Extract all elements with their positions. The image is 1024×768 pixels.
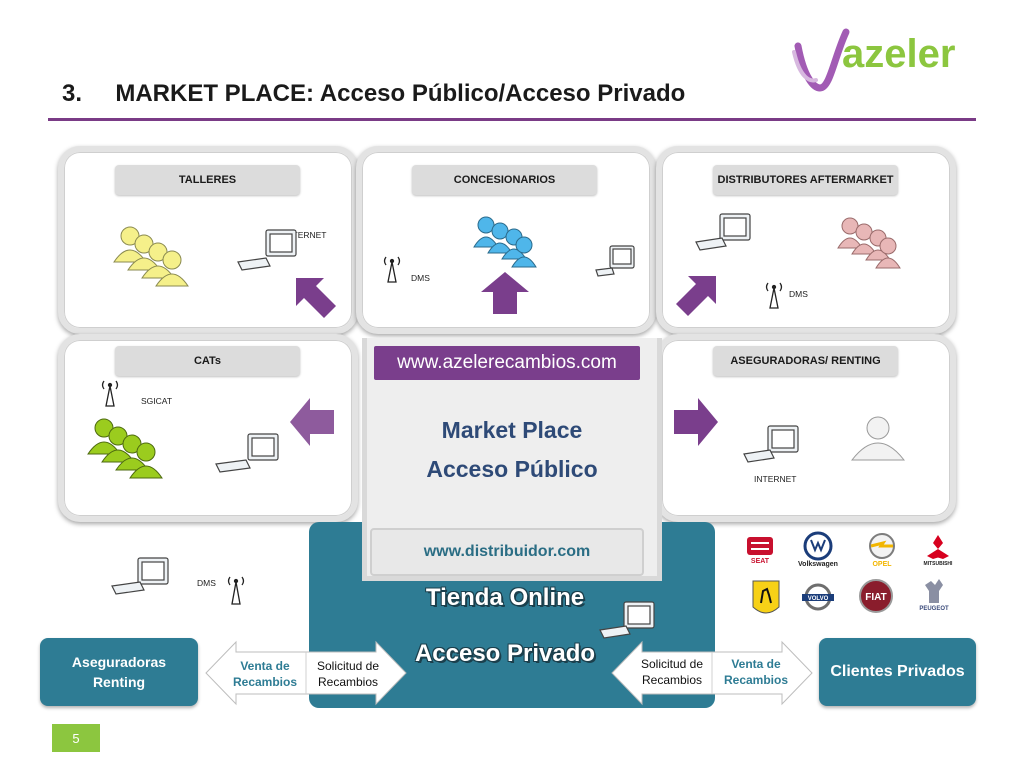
aseguradoras-renting-box: Aseguradoras Renting — [40, 638, 198, 706]
clientes-privados-box: Clientes Privados — [819, 638, 976, 706]
note-dms-bottom: DMS — [197, 578, 216, 588]
venta-label-right: Venta de Recambios — [723, 657, 789, 687]
computer-icon — [695, 213, 751, 251]
people-group-yellow-icon — [113, 226, 189, 287]
computer-icon — [111, 557, 169, 595]
fiat-wordmark: FIAT — [865, 592, 886, 603]
brand-label: Volkswagen — [798, 561, 838, 568]
label-concesionarios: CONCESIONARIOS — [412, 165, 597, 195]
arrow-left-icon — [290, 398, 334, 446]
people-group-pink-icon — [837, 217, 901, 269]
brand-seat: SEAT — [738, 530, 782, 570]
people-group-green-icon — [87, 418, 163, 479]
label-talleres: TALLERES — [115, 165, 300, 195]
solicitud-label-right: Solicitud de Recambios — [640, 657, 704, 687]
label-cats: CATs — [115, 346, 300, 376]
brand-volvo: VOLVO — [796, 576, 840, 616]
market-place-title: Market Place — [441, 417, 583, 443]
brand-opel: OPEL — [860, 530, 904, 570]
private-url[interactable]: www.distribuidor.com — [370, 528, 644, 576]
antenna-icon — [383, 256, 401, 283]
solicitud-label-left: Solicitud de Recambios — [316, 659, 380, 689]
arrow-diagonal-up-left-icon — [296, 278, 336, 318]
note-aseguradoras: INTERNET — [754, 474, 797, 484]
arrow-diagonal-up-right-icon — [676, 276, 716, 316]
acceso-publico-title: Acceso Público — [426, 456, 598, 482]
computer-icon — [595, 245, 635, 277]
note-cats: SGICAT — [141, 396, 173, 406]
label-aseguradoras: ASEGURADORAS/ RENTING — [713, 346, 898, 376]
note-talleres: INTERNET — [284, 230, 327, 240]
logo-text: azeler — [842, 32, 956, 76]
person-white-icon — [850, 416, 906, 461]
azeler-logo-mark — [792, 28, 850, 92]
computer-icon — [743, 425, 799, 463]
brand-ferrari — [744, 576, 788, 622]
computer-icon — [237, 229, 297, 271]
acceso-privado-title: Acceso Privado — [414, 640, 596, 667]
brand-label: SEAT — [750, 558, 770, 565]
antenna-icon — [101, 380, 119, 407]
brand-volkswagen: Volkswagen — [796, 530, 840, 570]
venta-label-left: Venta de Recambios — [232, 659, 298, 689]
brand-peugeot: PEUGEOT — [912, 574, 956, 614]
brand-mitsubishi: MITSUBISHI — [916, 530, 960, 570]
seat-icon — [747, 537, 773, 555]
brand-fiat: FIAT — [854, 576, 898, 616]
note-concesionarios: DMS — [411, 273, 430, 283]
computer-icon — [599, 601, 655, 639]
antenna-icon — [765, 282, 783, 309]
opel-icon — [869, 533, 895, 559]
note-distribuidores: DMS — [789, 289, 808, 299]
azeler-logo: azeler — [790, 18, 980, 98]
page-number: 5 — [52, 724, 100, 752]
volvo-icon: VOLVO — [802, 583, 834, 611]
title-underline — [48, 118, 976, 121]
brand-label: MITSUBISHI — [923, 560, 953, 567]
tienda-online-title: Tienda Online — [425, 584, 585, 611]
volkswagen-icon — [803, 531, 833, 561]
antenna-icon — [227, 576, 245, 605]
ferrari-icon — [752, 580, 780, 614]
computer-icon — [215, 433, 279, 473]
double-arrow-right-icon — [611, 640, 813, 706]
peugeot-icon — [925, 578, 943, 603]
public-url[interactable]: www.azelerecambios.com — [374, 346, 640, 380]
double-arrow-left-icon — [205, 640, 407, 706]
arrow-right-icon — [674, 398, 718, 446]
people-group-blue-icon — [473, 216, 537, 268]
arrow-up-icon — [481, 272, 529, 314]
slide-title: 3. MARKET PLACE: Acceso Público/Acceso P… — [62, 80, 686, 107]
label-distribuidores: DISTRIBUTORES AFTERMARKET — [713, 165, 898, 195]
volvo-wordmark: VOLVO — [808, 596, 829, 602]
fiat-icon: FIAT — [859, 579, 893, 613]
brand-label: OPEL — [872, 561, 892, 568]
brand-label: PEUGEOT — [919, 605, 949, 612]
mitsubishi-icon — [927, 534, 949, 559]
